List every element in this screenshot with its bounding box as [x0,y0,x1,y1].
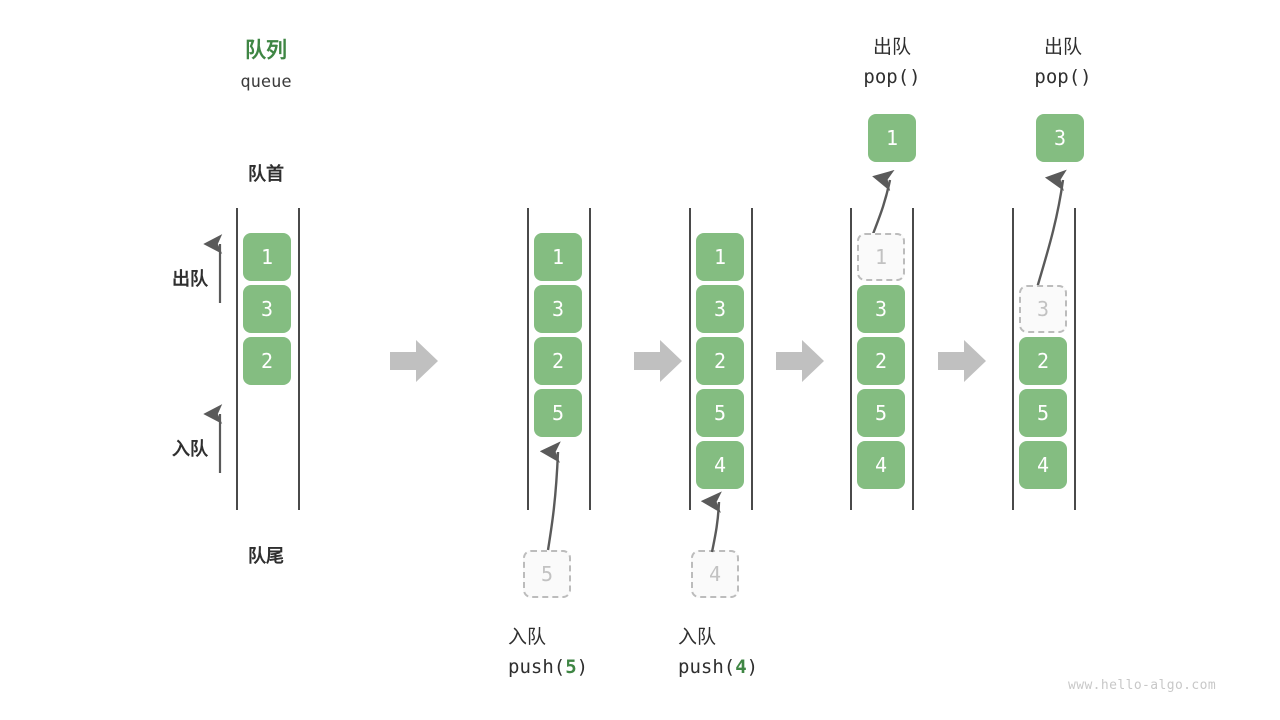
step-arrow-icon [938,340,986,382]
queue-cell: 1 [696,233,744,281]
queue-cell-new: 5 [534,389,582,437]
op-code-suffix: ) [746,656,759,678]
popped-cell: 3 [1036,114,1084,162]
queue-cell-new: 4 [696,441,744,489]
queue-rail-left [236,208,238,510]
queue-cell: 3 [243,285,291,333]
op-code-suffix: ) [1080,66,1092,88]
operation-label-code: pop() [812,66,972,88]
operation-label-code: push(4) [648,656,868,678]
queue-cell: 3 [857,285,905,333]
watermark: www.hello-algo.com [1068,678,1217,693]
operation-label-cn: 入队 [508,627,547,648]
queue-cell: 3 [534,285,582,333]
enqueue-direction-arrow-icon [203,404,223,473]
queue-cell: 2 [1019,337,1067,385]
queue-rail-left [689,208,691,510]
dequeue-direction-label: 出队 [172,269,208,289]
op-code-prefix: push( [678,656,736,678]
incoming-ghost-cell: 5 [523,550,571,598]
queue-cell: 4 [857,441,905,489]
diagram-title-cn: 队列 [245,39,287,62]
queue-rail-right [1074,208,1076,510]
pop-arrow-icon [1035,169,1067,289]
queue-cell: 5 [696,389,744,437]
queue-cell: 5 [1019,389,1067,437]
op-code-suffix: ) [576,656,589,678]
op-code-value: 4 [735,656,747,678]
queue-cell: 2 [857,337,905,385]
push-arrow-icon [539,441,561,551]
operation-label-code: pop() [983,66,1143,88]
queue-tail-label: 队尾 [248,546,284,566]
operation-label-cn: 入队 [678,627,717,648]
queue-rail-right [912,208,914,510]
diagram-title-en: queue [240,72,292,92]
popped-cell: 1 [868,114,916,162]
queue-cell: 1 [534,233,582,281]
queue-rail-right [751,208,753,510]
popped-ghost-cell: 3 [1019,285,1067,333]
queue-cell: 2 [534,337,582,385]
queue-cell: 5 [857,389,905,437]
queue-rail-right [298,208,300,510]
op-code-prefix: pop( [863,66,910,88]
queue-cell: 2 [243,337,291,385]
enqueue-direction-label: 入队 [172,439,208,459]
step-arrow-icon [390,340,438,382]
queue-cell: 1 [243,233,291,281]
queue-rail-left [527,208,529,510]
op-code-value: 5 [565,656,577,678]
operation-label-code: push(5) [478,656,698,678]
operation-label-cn: 出队 [872,37,911,58]
queue-rail-left [850,208,852,510]
operation-label-cn: 出队 [1043,37,1082,58]
queue-head-label: 队首 [248,164,284,184]
queue-rail-right [589,208,591,510]
popped-ghost-cell: 1 [857,233,905,281]
op-code-prefix: push( [508,656,566,678]
step-arrow-icon [776,340,824,382]
pop-arrow-icon [871,169,895,235]
queue-cell: 4 [1019,441,1067,489]
queue-cell: 3 [696,285,744,333]
push-arrow-icon [700,491,722,553]
op-code-suffix: ) [909,66,921,88]
incoming-ghost-cell: 4 [691,550,739,598]
step-arrow-icon [634,340,682,382]
dequeue-direction-arrow-icon [203,234,223,303]
op-code-prefix: pop( [1034,66,1081,88]
queue-cell: 2 [696,337,744,385]
queue-rail-left [1012,208,1014,510]
